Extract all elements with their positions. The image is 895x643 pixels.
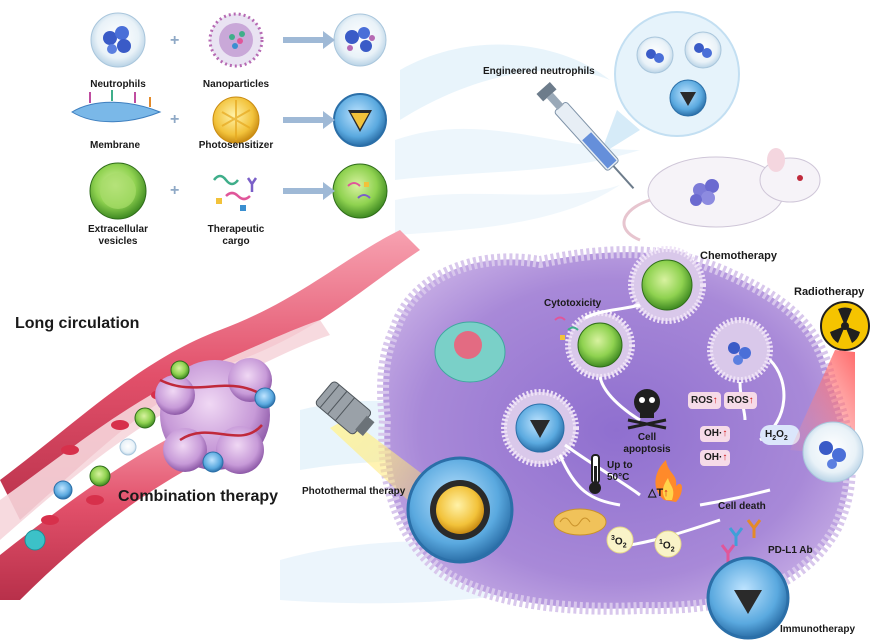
label-h2o2: H2O2 bbox=[765, 429, 788, 442]
label-pdl1-ab: PD-L1 Ab bbox=[768, 545, 813, 556]
membrane-patch bbox=[71, 90, 162, 123]
flame-icon bbox=[655, 460, 682, 502]
label-photosensitizer: Photosensitizer bbox=[198, 140, 274, 151]
mouse-icon bbox=[622, 148, 821, 242]
photosensitizer bbox=[212, 96, 260, 144]
neutrophil-cell bbox=[90, 12, 146, 68]
label-therapeutic: Therapeutic bbox=[207, 224, 265, 235]
label-singlet-oxygen: 1O2 bbox=[659, 539, 675, 554]
tumor-mass bbox=[155, 358, 276, 474]
label-extracellular: Extracellular bbox=[87, 224, 149, 235]
immuno-nanoparticle bbox=[706, 556, 790, 640]
extracellular-vesicle bbox=[89, 162, 147, 220]
label-oh-1: OH·↑ bbox=[704, 428, 728, 439]
label-chemotherapy: Chemotherapy bbox=[700, 250, 778, 262]
ptt-vesicle bbox=[501, 389, 579, 467]
label-ros-1: ROS↑ bbox=[691, 395, 718, 406]
label-cell-death: Cell death bbox=[718, 501, 766, 512]
engineered-neutrophil-1 bbox=[333, 13, 387, 67]
nucleus bbox=[434, 321, 506, 383]
syringe-icon bbox=[536, 81, 635, 189]
chemo-vesicle bbox=[628, 246, 706, 324]
engineered-ev-1 bbox=[332, 163, 388, 219]
pdl1-antibodies bbox=[720, 519, 762, 563]
circulating-carriers bbox=[24, 407, 156, 551]
label-nanoparticles: Nanoparticles bbox=[202, 79, 270, 90]
label-triplet-oxygen: 3O2 bbox=[611, 535, 627, 550]
engineered-np-1 bbox=[333, 93, 387, 147]
label-cytotoxicity: Cytotoxicity bbox=[544, 298, 602, 309]
composition-arrows bbox=[283, 31, 335, 200]
label-apoptosis: apoptosis bbox=[623, 444, 671, 455]
label-immunotherapy: Immunotherapy bbox=[780, 624, 856, 635]
label-membrane: Membrane bbox=[89, 140, 141, 151]
label-cargo: cargo bbox=[222, 236, 250, 247]
endosome-rt bbox=[707, 317, 773, 383]
label-50c: 50°C bbox=[607, 472, 630, 483]
radiation-icon bbox=[820, 301, 870, 351]
ev-vesicle-inner bbox=[565, 310, 635, 380]
label-vesicles: vesicles bbox=[98, 236, 138, 247]
plus-sign-2: + bbox=[170, 111, 180, 128]
label-long-circulation: Long circulation bbox=[15, 315, 140, 332]
ptt-nanoparticle bbox=[406, 456, 514, 564]
label-engineered-neutrophils: Engineered neutrophils bbox=[483, 66, 595, 77]
nanoparticle bbox=[208, 12, 264, 68]
plus-sign-1: + bbox=[170, 32, 180, 49]
skull-icon bbox=[627, 389, 667, 430]
label-photothermal-therapy: Photothermal therapy bbox=[302, 486, 406, 497]
label-oh-2: OH·↑ bbox=[704, 452, 728, 463]
label-delta-t: △T↑ bbox=[648, 487, 669, 499]
plus-sign-3: + bbox=[170, 182, 180, 199]
label-cell: Cell bbox=[637, 432, 657, 443]
label-combination-therapy: Combination therapy bbox=[118, 488, 279, 505]
therapeutic-cargo bbox=[213, 174, 258, 211]
thermometer-icon bbox=[589, 454, 601, 494]
composition-panel bbox=[71, 12, 388, 220]
label-up-to: Up to bbox=[607, 460, 633, 471]
label-neutrophils: Neutrophils bbox=[90, 79, 146, 90]
label-ros-2: ROS↑ bbox=[727, 395, 754, 406]
mitochondria bbox=[553, 508, 607, 536]
engineered-bubble bbox=[600, 11, 740, 155]
label-radiotherapy: Radiotherapy bbox=[794, 286, 865, 298]
irradiated-neutrophil bbox=[802, 421, 864, 483]
cytotoxic-drugs bbox=[554, 316, 579, 340]
